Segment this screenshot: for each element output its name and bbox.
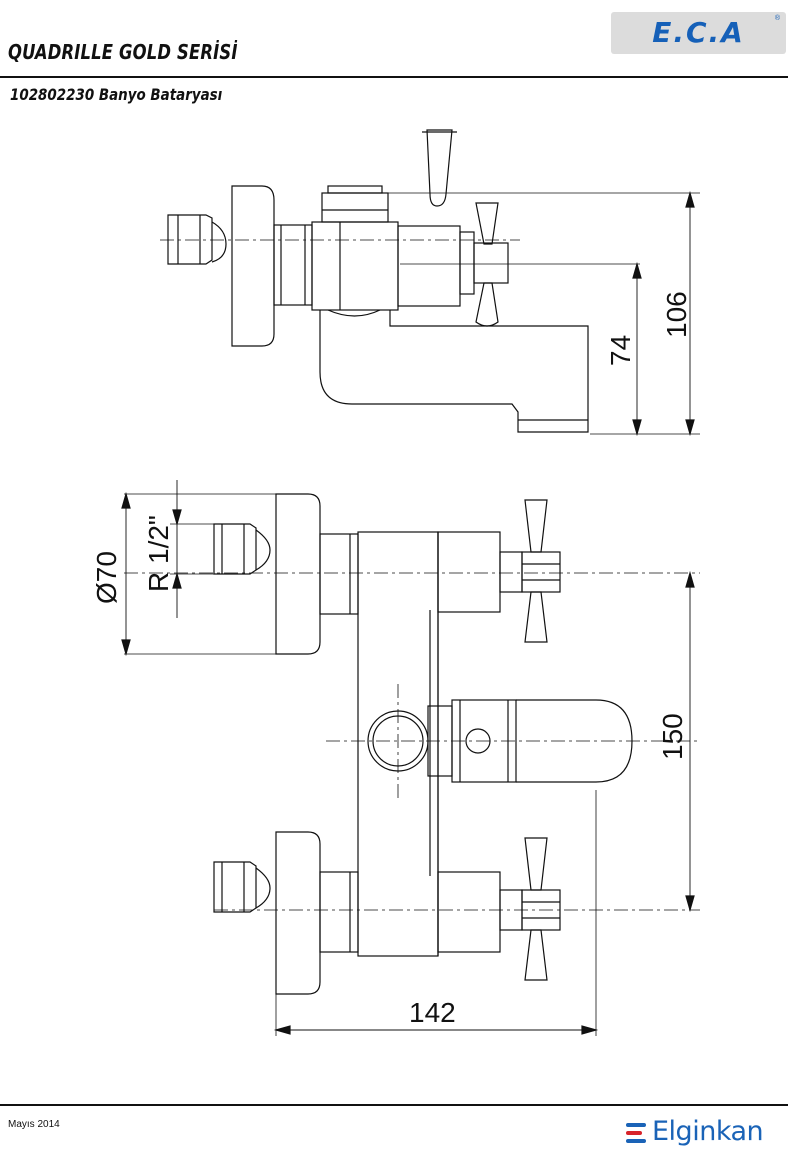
- publish-date: Mayıs 2014: [8, 1119, 60, 1130]
- dim-height-total: 106: [661, 291, 692, 338]
- dim-thread: R 1/2": [143, 515, 174, 592]
- series-title: QUADRILLE GOLD SERİSİ: [8, 40, 238, 64]
- elginkan-logo-text: Elginkan: [652, 1116, 764, 1147]
- footer-divider: [0, 1104, 788, 1106]
- product-title: 102802230 Banyo Bataryası: [10, 85, 223, 104]
- plan-view: [121, 480, 700, 1036]
- eca-logo: E.C.A ®: [611, 12, 786, 54]
- dim-center-distance: 150: [657, 713, 688, 760]
- dim-height-outlet: 74: [605, 335, 636, 366]
- eca-logo-text: E.C.A: [652, 16, 745, 49]
- header-divider: [0, 76, 788, 78]
- eca-logo-registered: ®: [774, 15, 780, 22]
- dim-diameter-flange: Ø70: [91, 551, 122, 604]
- elginkan-logo-mark: [626, 1123, 648, 1145]
- side-view: [160, 129, 700, 437]
- dim-projection: 142: [409, 997, 456, 1028]
